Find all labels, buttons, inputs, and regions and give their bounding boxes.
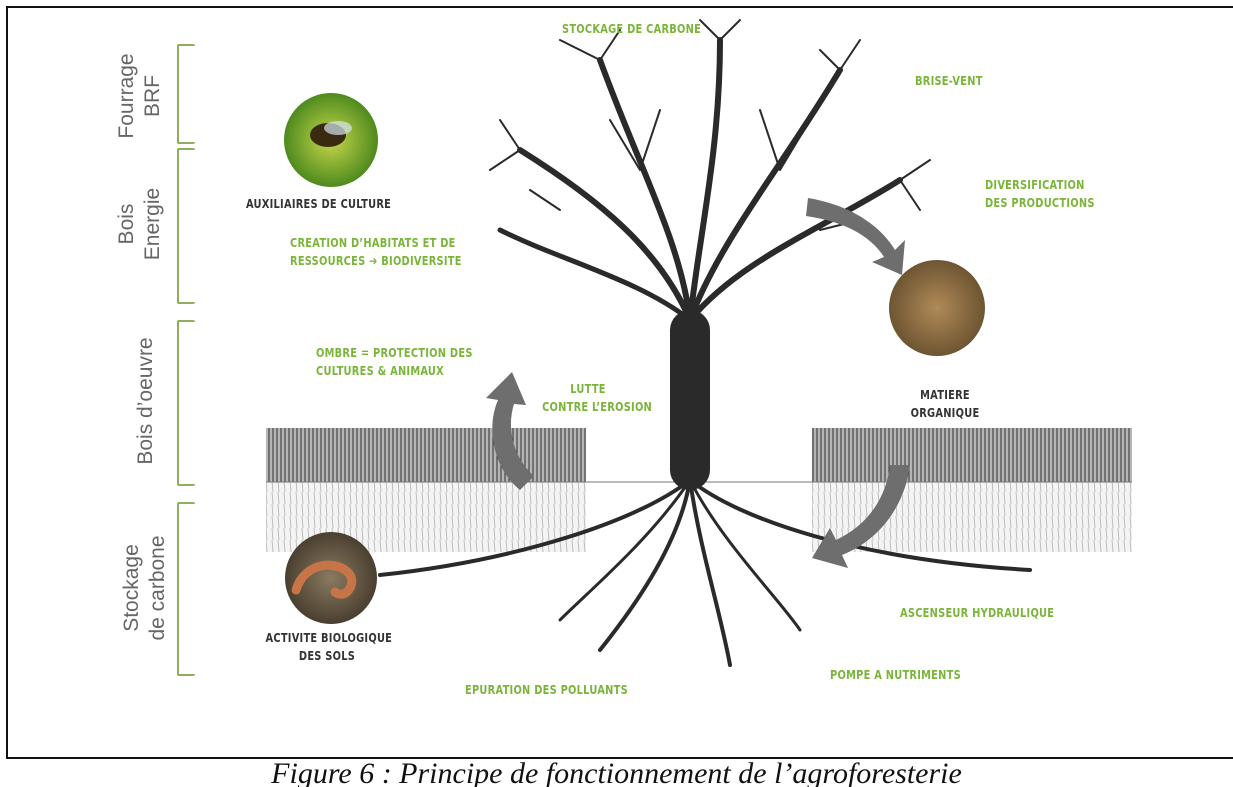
label-diversification: DIVERSIFICATION DES PRODUCTIONS [985, 176, 1095, 212]
bracket-bois-energie [177, 148, 195, 304]
bracket-fourrage [177, 44, 195, 144]
side-label-bois-oeuvre: Bois d’oeuvre [133, 321, 159, 481]
side-label-bois-energie: Bois Energie [114, 164, 166, 284]
label-ombre: OMBRE = PROTECTION DES CULTURES & ANIMAU… [316, 344, 473, 380]
soil-photo [889, 260, 985, 356]
label-activite-biologique: ACTIVITE BIOLOGIQUE DES SOLS [266, 629, 389, 665]
crop-field-left [266, 428, 586, 552]
label-ascenseur: ASCENSEUR HYDRAULIQUE [900, 604, 1054, 622]
side-label-stockage: Stockage de carbone [119, 523, 171, 653]
label-stockage-carbone: STOCKAGE DE CARBONE [562, 20, 701, 38]
label-epuration: EPURATION DES POLLUANTS [465, 681, 628, 699]
label-matiere-organique: MATIERE ORGANIQUE [900, 386, 990, 422]
label-brise-vent: BRISE-VENT [915, 72, 983, 90]
label-auxiliaires: AUXILIAIRES DE CULTURE [246, 195, 391, 213]
label-lutte-erosion: LUTTE CONTRE L’EROSION [542, 380, 634, 416]
label-pompe: POMPE A NUTRIMENTS [830, 666, 961, 684]
figure-caption: Figure 6 : Principe de fonctionnement de… [0, 748, 1233, 787]
bracket-stockage [177, 502, 195, 676]
arrow-top-right [806, 198, 905, 275]
side-label-fourrage: Fourrage BRF [114, 36, 166, 156]
label-habitats: CREATION D’HABITATS ET DE RESSOURCES ➔ B… [290, 234, 462, 270]
bracket-bois-oeuvre [177, 320, 195, 486]
